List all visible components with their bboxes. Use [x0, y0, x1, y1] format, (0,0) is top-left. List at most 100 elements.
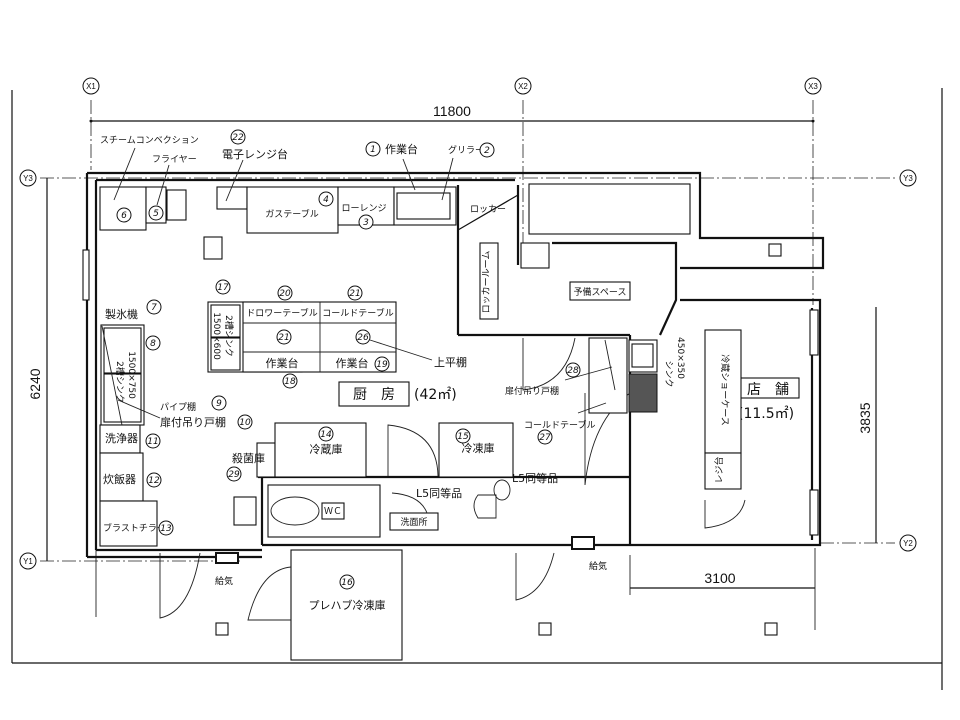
equipment-label-4: ガステーブル: [265, 208, 318, 220]
equipment-15: 15 冷凍庫: [438, 422, 514, 478]
equipment-number-18: 18: [284, 377, 296, 387]
equipment-label-21: コールドテーブル: [322, 307, 393, 319]
vent-label-a: 給気: [215, 575, 233, 587]
grid-label-y2: Y2: [903, 539, 913, 548]
equipment-number-19: 19: [376, 360, 388, 370]
equipment-number-4: 4: [323, 195, 329, 205]
equipment-number-27: 27: [539, 433, 551, 443]
equipment-number-22: 22: [232, 133, 244, 143]
dimension-store-width-label: 3100: [704, 570, 735, 586]
room-locker-label: ロッカールーム: [481, 251, 492, 314]
equipment-14: 14 冷蔵庫: [274, 422, 367, 478]
vent-label-b: 給気: [589, 560, 607, 572]
equipment-4: 4 ガステーブル: [246, 186, 339, 234]
equipment-12: 炊飯器 12: [99, 452, 162, 502]
l5-label-b: L5同等品: [512, 471, 558, 485]
equipment-label-7: 製氷機: [105, 307, 138, 321]
equipment-label-2: グリラー: [448, 144, 484, 156]
room-wc: ＷＣ: [233, 484, 381, 538]
equipment-number-10: 10: [239, 418, 251, 428]
dimension-height-label: 6240: [27, 368, 43, 399]
equipment-1-2: 1 作業台 グリラー 2: [365, 141, 495, 226]
equipment-number-13: 13: [160, 524, 172, 534]
equipment-29: 殺菌庫 29: [226, 442, 276, 482]
equipment-5: 5 フライヤー: [145, 154, 197, 224]
equipment-11: 洗浄器 11: [99, 424, 161, 454]
equipment-6: 6 スチームコンベクション: [99, 135, 199, 231]
grid-label-x2: X2: [518, 82, 528, 91]
equipment-number-14: 14: [320, 430, 332, 440]
vents: 給気 給気: [215, 536, 607, 587]
equipment-8: 1500×750 2槽シンク 8: [100, 324, 161, 426]
equipment-label-1: 作業台: [385, 142, 418, 156]
equipment-label-27: コールドテーブル: [524, 419, 595, 431]
grid-label-y1: Y1: [23, 557, 33, 566]
dimension-store-width: 3100: [629, 548, 816, 630]
equipment-label-9: パイプ棚: [160, 401, 196, 413]
room-kitchen: 厨 房 (42㎡): [338, 381, 457, 407]
equipment-label-18: 作業台: [266, 356, 299, 370]
equipment-number-17: 17: [217, 283, 229, 293]
store-showcase: 冷蔵ショーケース レジ台: [704, 329, 742, 490]
showcase-label: 冷蔵ショーケース: [719, 354, 731, 426]
equipment-number-26b: 26: [357, 333, 369, 343]
store-sink-size: 450×350: [675, 337, 685, 379]
store-sink: シンク 450×350: [628, 337, 685, 413]
equipment-28-27: 28 扉付吊り戸棚 コールドテーブル 27: [505, 337, 628, 445]
grid-bubble-x3: X3: [804, 77, 822, 95]
equipment-7: 製氷機 7: [105, 299, 162, 321]
sink8-size: 1500×750: [126, 351, 136, 399]
floor-drain: [203, 236, 223, 260]
l5-label-a: L5同等品: [416, 486, 462, 500]
equipment-number-5: 5: [153, 209, 159, 219]
equipment-label-15: 冷凍庫: [462, 441, 495, 455]
room-kitchen-area: (42㎡): [414, 387, 457, 403]
grid-label-y3-right: Y3: [903, 174, 913, 183]
equipment-number-3: 3: [363, 218, 369, 228]
dimension-store-height: 3835: [857, 307, 877, 543]
equipment-number-2: 2: [484, 146, 490, 156]
grid-bubble-x1: X1: [82, 77, 100, 95]
equipment-number-21: 21: [349, 289, 360, 299]
room-spare-label: 予備スペース: [574, 286, 627, 298]
dimension-width: 11800: [89, 103, 815, 123]
grid-bubble-y2: Y2: [899, 534, 917, 552]
equipment-label-5: フライヤー: [152, 154, 197, 165]
equipment-label-6: スチームコンベクション: [100, 135, 199, 146]
shelf-upper-label: 上平棚: [434, 355, 467, 369]
equipment-label-11: 洗浄器: [105, 431, 138, 445]
room-store-area: (11.5㎡): [738, 406, 794, 422]
grid-label-x1: X1: [86, 82, 96, 91]
equipment-number-20: 20: [279, 289, 291, 299]
equipment-label-29: 殺菌庫: [232, 451, 265, 465]
grid-bubble-x2: X2: [514, 77, 532, 95]
room-store: 店 舗 (11.5㎡): [736, 377, 800, 422]
room-wc-label: ＷＣ: [324, 507, 342, 517]
equipment-label-22: 電子レンジ台: [222, 147, 288, 161]
equipment-label-10: 扉付吊り戸棚: [160, 415, 226, 429]
equipment-number-11: 11: [147, 437, 158, 447]
equipment-label-12: 炊飯器: [103, 472, 136, 486]
room-washroom-label: 洗面所: [400, 516, 427, 528]
equipment-9-10: パイプ棚 9 扉付吊り戸棚 10: [117, 395, 253, 430]
sink-wc: [233, 496, 257, 526]
dimension-store-height-label: 3835: [857, 402, 873, 433]
equipment-number-26a: 21: [278, 333, 289, 343]
store-sink-label: シンク: [663, 360, 674, 387]
equipment-label-13: ブラストチラー: [103, 522, 166, 534]
equipment-13: ブラストチラー 13: [99, 500, 174, 547]
grid-label-y3: Y3: [23, 174, 33, 183]
column-markers: [203, 236, 782, 636]
equipment-label-14: 冷蔵庫: [310, 442, 343, 456]
sink17-size: 1500×600: [211, 312, 221, 360]
equipment-22: 22 電子レンジ台: [216, 129, 288, 210]
equipment-number-7: 7: [151, 303, 157, 313]
grid-lines: [40, 100, 895, 562]
equipment-label-8: 2槽シンク: [114, 361, 126, 403]
equipment-island: 2槽シンク 1500×600 17 20 ドロワーテーブル 21 コールドテーブ…: [207, 279, 467, 389]
equipment-label-28: 扉付吊り戸棚: [505, 385, 559, 397]
locker-label: ロッカー: [470, 204, 506, 215]
equipment-label-3: ローレンジ: [341, 204, 386, 214]
room-prefab-freezer-label: プレハブ冷凍庫: [309, 598, 386, 612]
